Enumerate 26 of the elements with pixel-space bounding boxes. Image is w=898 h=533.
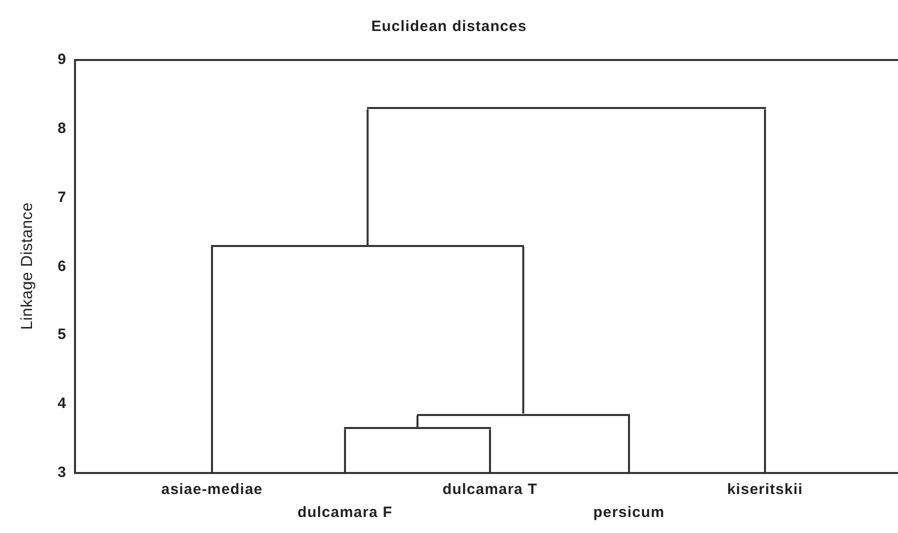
dendrogram-link	[489, 429, 491, 473]
dendrogram-link	[416, 416, 418, 428]
leaf-label: persicum	[593, 473, 665, 522]
dendrogram-link	[344, 429, 346, 473]
leaf-label: dulcamara T	[442, 473, 538, 499]
tick-label: 4	[56, 395, 66, 414]
axis-title: Linkage Distance	[19, 202, 37, 330]
chart-title: Euclidean distances	[371, 18, 527, 35]
merge-bar	[366, 107, 766, 110]
dendrogram-link	[366, 109, 369, 245]
tick-label: 7	[56, 188, 66, 207]
dendrogram-link	[211, 246, 213, 473]
tick-label: 8	[56, 120, 66, 138]
tick-label: 9	[56, 51, 66, 70]
leaf-label: kiseritskii	[727, 473, 803, 499]
tick-label: 3	[56, 464, 66, 482]
merge-bar	[416, 414, 630, 416]
dendrogram-link	[764, 109, 766, 473]
merge-bar	[211, 244, 524, 247]
merge-bar	[344, 427, 491, 430]
tick-label: 5	[56, 326, 66, 344]
leaf-label: dulcamara F	[298, 473, 392, 522]
dendrogram-link	[628, 416, 630, 473]
tick-label: 6	[56, 258, 66, 276]
leaf-label: asiae-mediae	[161, 473, 263, 499]
dendrogram-link	[522, 246, 524, 414]
